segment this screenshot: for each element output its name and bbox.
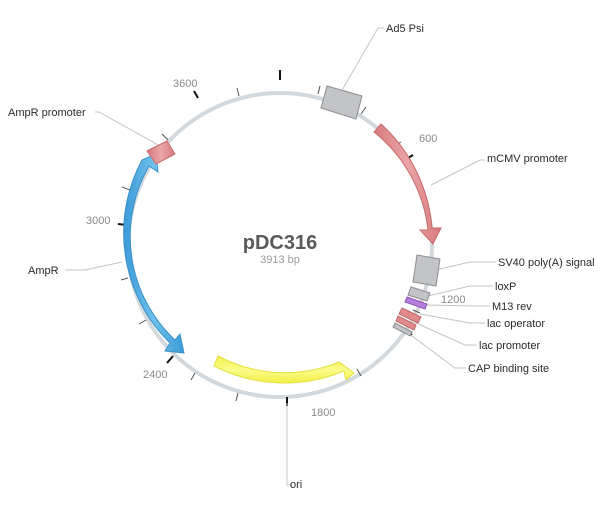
feature-label-ad5-psi: Ad5 Psi <box>386 23 424 35</box>
feature-label-sv40-polya: SV40 poly(A) signal <box>498 257 595 269</box>
tick-label-1200: 1200 <box>441 294 465 306</box>
ampr-feature[interactable] <box>123 153 185 354</box>
tick-label-1800: 1800 <box>311 407 335 419</box>
loxp-feature[interactable] <box>407 286 431 302</box>
feature-label-ampr-promoter: AmpR promoter <box>8 107 86 119</box>
lac-promoter-feature[interactable] <box>395 315 417 331</box>
feature-label-ampr: AmpR <box>28 265 59 277</box>
tick-label-3600: 3600 <box>173 78 197 90</box>
feature-label-ori: ori <box>290 479 302 491</box>
tick-label-3000: 3000 <box>86 215 110 227</box>
mcmv-promoter-feature[interactable] <box>373 123 442 245</box>
ad5-psi-feature[interactable] <box>320 85 363 120</box>
cap-binding-site-feature[interactable] <box>392 322 413 337</box>
feature-label-m13-rev: M13 rev <box>492 301 532 313</box>
plasmid-name: pDC316 <box>243 232 317 254</box>
plasmid-length: 3913 bp <box>260 254 300 266</box>
feature-label-loxp: loxP <box>495 281 516 293</box>
feature-label-lac-promoter: lac promoter <box>479 340 540 352</box>
lac-operator-feature[interactable] <box>398 307 422 324</box>
feature-label-lac-operator: lac operator <box>487 318 545 330</box>
leader-lines <box>65 27 496 486</box>
feature-label-mcmv-promoter: mCMV promoter <box>487 153 568 165</box>
tick-label-600: 600 <box>419 133 437 145</box>
ori-feature[interactable] <box>213 355 355 384</box>
m13-rev-feature[interactable] <box>404 296 428 310</box>
tick-label-2400: 2400 <box>143 369 167 381</box>
feature-label-cap-binding-site: CAP binding site <box>468 363 549 375</box>
ampr-promoter-feature[interactable] <box>146 140 176 165</box>
sv40-polya-feature[interactable] <box>412 254 441 287</box>
